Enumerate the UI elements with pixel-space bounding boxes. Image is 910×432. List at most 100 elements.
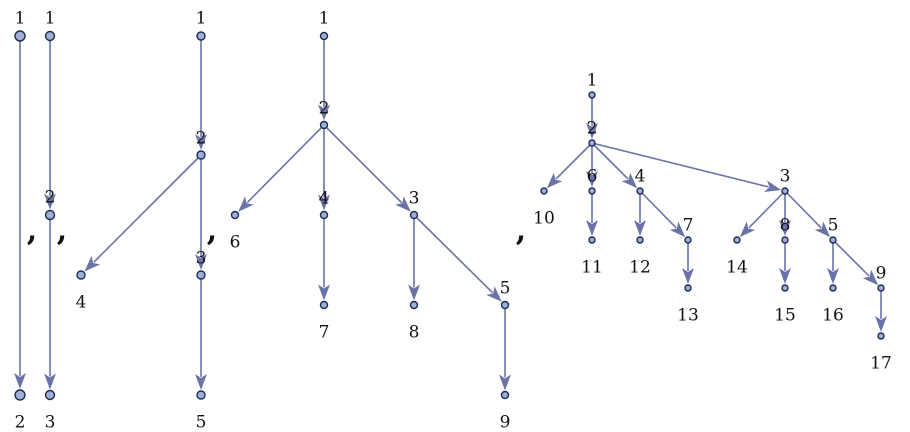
node-label-2: 2 [587, 119, 598, 139]
node-label-3: 3 [409, 189, 420, 209]
node-2 [44, 209, 56, 221]
node-label-13: 13 [677, 306, 699, 326]
node-1 [14, 30, 26, 42]
arrowhead-5-16 [827, 268, 839, 284]
node-label-10: 10 [533, 209, 555, 229]
node-label-1: 1 [319, 9, 330, 29]
edge-2-4 [591, 142, 629, 180]
arrowhead-1-2 [14, 373, 26, 389]
arrowhead-5-9 [862, 269, 879, 286]
arrowhead-1-2 [44, 193, 56, 210]
node-label-15: 15 [774, 306, 796, 326]
arrowhead-1-2 [195, 134, 207, 150]
edge-3-5 [784, 190, 822, 229]
node-label-4: 4 [635, 167, 646, 187]
node-label-11: 11 [581, 258, 603, 278]
node-label-14: 14 [726, 258, 748, 278]
arrowhead-2-3 [764, 180, 782, 192]
edge-2-6 [246, 124, 325, 204]
node-2 [319, 120, 329, 130]
node-2 [588, 139, 596, 147]
node-11 [588, 236, 596, 244]
node-1 [196, 31, 206, 41]
node-label-6: 6 [587, 167, 598, 187]
node-label-4: 4 [319, 189, 330, 209]
arrowhead-2-3 [395, 196, 411, 212]
edge-5-9 [832, 239, 870, 277]
arrowhead-3-5 [195, 374, 207, 390]
arrowhead-2-6 [238, 196, 254, 212]
node-7 [319, 300, 329, 310]
graph-1: 12 [14, 9, 26, 432]
edge-4-7 [639, 190, 677, 229]
arrowhead-4-12 [634, 220, 646, 236]
node-12 [636, 236, 644, 244]
arrowhead-4-7 [318, 284, 330, 301]
node-label-1: 1 [15, 9, 26, 29]
node-7 [684, 236, 692, 244]
separator-comma: , [207, 213, 217, 248]
node-6 [230, 210, 240, 220]
node-label-2: 2 [196, 129, 207, 149]
edge-2-10 [555, 142, 593, 180]
edge-2-4 [93, 154, 202, 263]
node-3 [196, 270, 206, 280]
node-5 [829, 236, 837, 244]
arrowhead-6-11 [586, 220, 598, 236]
node-1 [44, 30, 56, 42]
edge-3-5 [413, 214, 494, 294]
node-label-17: 17 [870, 354, 892, 374]
node-label-3: 3 [45, 413, 56, 432]
arrowhead-2-4 [318, 194, 330, 211]
graph-3: 1 2 4 3 5 [76, 9, 207, 432]
node-10 [540, 187, 548, 195]
node-6 [588, 187, 596, 195]
node-label-3: 3 [196, 249, 207, 269]
arrowhead-1-2 [586, 123, 598, 139]
node-label-2: 2 [15, 413, 26, 432]
arrowhead-1-2 [318, 104, 330, 121]
arrowhead-5-9 [499, 374, 511, 391]
arrowhead-2-4 [621, 172, 638, 189]
separator-comma: , [57, 213, 67, 248]
node-label-7: 7 [683, 216, 694, 236]
node-5 [196, 390, 206, 400]
node-label-4: 4 [76, 293, 87, 313]
arrowhead-3-5 [486, 286, 502, 302]
edge-2-3 [323, 124, 403, 204]
node-3 [44, 389, 56, 401]
node-label-5: 5 [196, 413, 207, 432]
node-13 [684, 284, 692, 292]
node-3 [409, 210, 419, 220]
node-2 [196, 150, 206, 160]
node-9 [877, 284, 885, 292]
arrowhead-3-8 [779, 220, 791, 236]
node-label-1: 1 [196, 9, 207, 29]
node-label-9: 9 [500, 413, 511, 432]
node-label-6: 6 [230, 233, 241, 253]
edge-2-3 [591, 142, 769, 188]
node-label-2: 2 [45, 188, 56, 208]
node-label-8: 8 [780, 216, 791, 236]
node-4 [76, 270, 86, 280]
arrowhead-2-6 [586, 171, 598, 187]
node-label-2: 2 [319, 99, 330, 119]
arrowhead-3-14 [739, 221, 756, 238]
node-label-9: 9 [876, 264, 887, 284]
node-8 [781, 236, 789, 244]
arrowhead-9-17 [875, 316, 887, 332]
node-label-12: 12 [629, 258, 651, 278]
node-15 [781, 284, 789, 292]
arrowhead-3-5 [814, 221, 831, 238]
node-4 [319, 210, 329, 220]
arrowhead-2-10 [546, 172, 563, 189]
arrowhead-3-8 [408, 284, 420, 301]
node-5 [500, 300, 510, 310]
node-1 [588, 91, 596, 99]
node-16 [829, 284, 837, 292]
arrowhead-7-13 [682, 268, 694, 284]
node-1 [319, 31, 329, 41]
